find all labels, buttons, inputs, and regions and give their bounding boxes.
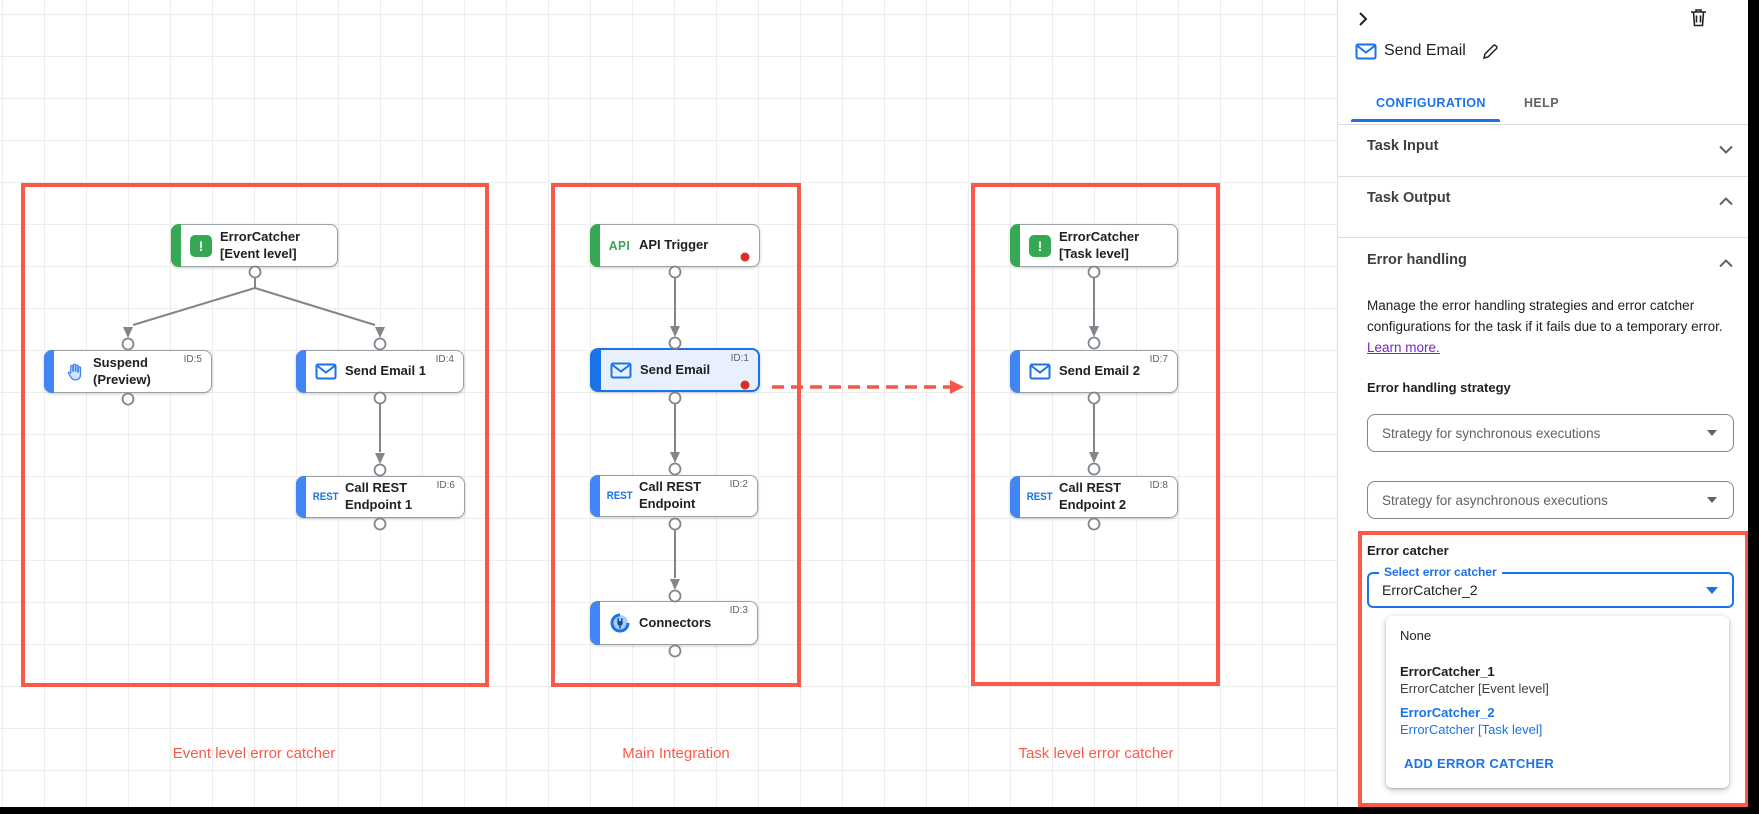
group-label-event-level: Event level error catcher — [172, 745, 336, 762]
menu-option-errorcatcher-2[interactable]: ErrorCatcher_2 — [1400, 705, 1495, 720]
node-label: ErrorCatcher [Task level] — [1059, 228, 1140, 261]
group-box-main-integration — [551, 183, 801, 687]
node-label: Send Email — [640, 361, 711, 377]
error-catcher-icon: ! — [187, 234, 215, 257]
node-errorcatcher-task-level[interactable]: ! ErrorCatcher [Task level] — [1010, 224, 1178, 267]
node-label: Call REST Endpoint — [639, 479, 702, 511]
connectors-icon — [606, 612, 634, 634]
node-call-rest-endpoint-2[interactable]: REST Call REST Endpoint 2 ID:8 — [1010, 476, 1178, 518]
chevron-up-icon[interactable] — [1719, 193, 1733, 211]
rest-icon: REST — [313, 491, 339, 503]
active-tab-underline — [1351, 119, 1500, 122]
node-label: Send Email 2 — [1059, 363, 1140, 379]
chevron-up-icon[interactable] — [1719, 255, 1733, 273]
node-label: Connectors — [639, 614, 712, 630]
menu-option-errorcatcher-2-desc: ErrorCatcher [Task level] — [1400, 722, 1543, 737]
error-catcher-label: Error catcher — [1367, 543, 1449, 558]
dropdown-caret-icon — [1707, 497, 1717, 503]
node-label: ErrorCatcher [Event level] — [220, 228, 301, 261]
screenshot-right-border — [1748, 0, 1759, 814]
suspend-hand-icon — [60, 361, 88, 383]
async-strategy-select[interactable]: Strategy for asynchronous executions — [1367, 481, 1734, 519]
api-trigger-icon: API — [609, 238, 631, 253]
task-config-panel: Send Email CONFIGURATION HELP Task Input… — [1337, 0, 1750, 814]
screenshot-bottom-border — [0, 807, 1759, 814]
group-box-task-level — [971, 183, 1220, 686]
panel-title: Send Email — [1384, 42, 1466, 59]
node-call-rest-endpoint-1[interactable]: REST Call REST Endpoint 1 ID:6 — [296, 476, 465, 518]
node-id-badge: ID:4 — [435, 354, 454, 365]
node-api-trigger[interactable]: API API Trigger — [590, 224, 760, 267]
dropdown-caret-icon — [1707, 430, 1717, 436]
select-floating-label: Select error catcher — [1379, 565, 1502, 579]
node-label: API Trigger — [639, 237, 709, 253]
group-label-task-level: Task level error catcher — [1018, 745, 1174, 762]
edit-title-pencil-icon[interactable] — [1482, 44, 1498, 65]
collapse-panel-icon[interactable] — [1354, 10, 1372, 33]
node-label: Suspend (Preview) — [93, 354, 151, 387]
error-catcher-icon: ! — [1026, 234, 1054, 257]
node-suspend-preview[interactable]: Suspend (Preview) ID:5 — [44, 350, 212, 393]
node-label: Call REST Endpoint 2 — [1059, 480, 1127, 512]
error-catcher-select[interactable]: Select error catcher ErrorCatcher_2 — [1367, 565, 1734, 608]
email-icon — [1026, 363, 1054, 380]
node-id-badge: ID:6 — [436, 480, 455, 491]
email-icon — [312, 363, 340, 380]
chevron-down-icon[interactable] — [1719, 141, 1733, 159]
menu-option-errorcatcher-1[interactable]: ErrorCatcher_1 — [1400, 664, 1495, 679]
tab-configuration[interactable]: CONFIGURATION — [1376, 96, 1486, 110]
node-call-rest-endpoint[interactable]: REST Call REST Endpoint ID:2 — [590, 475, 758, 517]
error-handling-description: Manage the error handling strategies and… — [1367, 298, 1723, 355]
node-errorcatcher-event-level[interactable]: ! ErrorCatcher [Event level] — [171, 224, 338, 267]
node-label: Call REST Endpoint 1 — [345, 480, 413, 512]
email-icon — [1355, 43, 1377, 65]
group-label-main-integration: Main Integration — [622, 745, 730, 762]
error-catcher-dropdown-menu: None ErrorCatcher_1 ErrorCatcher [Event … — [1386, 616, 1729, 788]
learn-more-link[interactable]: Learn more. — [1367, 339, 1440, 355]
node-id-badge: ID:3 — [729, 605, 748, 616]
node-send-email-2[interactable]: Send Email 2 ID:7 — [1010, 350, 1178, 393]
section-task-input[interactable]: Task Input — [1367, 138, 1439, 154]
dropdown-caret-icon — [1706, 586, 1718, 594]
section-error-handling[interactable]: Error handling — [1367, 252, 1467, 268]
node-connectors[interactable]: Connectors ID:3 — [590, 601, 758, 645]
integration-canvas[interactable]: Event level error catcher Main Integrati… — [0, 0, 1337, 814]
rest-icon: REST — [1027, 491, 1053, 503]
menu-option-none[interactable]: None — [1400, 628, 1432, 643]
node-id-badge: ID:7 — [1149, 354, 1168, 365]
node-id-badge: ID:5 — [183, 354, 202, 365]
rest-icon: REST — [607, 490, 633, 502]
group-box-event-level — [21, 183, 489, 687]
add-error-catcher-button[interactable]: ADD ERROR CATCHER — [1404, 756, 1555, 771]
email-icon — [607, 362, 635, 379]
node-send-email-selected[interactable]: Send Email ID:1 — [590, 348, 760, 392]
node-label: Send Email 1 — [345, 363, 426, 379]
strategy-label: Error handling strategy — [1367, 380, 1511, 395]
section-task-output[interactable]: Task Output — [1367, 190, 1451, 206]
node-id-badge: ID:1 — [730, 353, 749, 364]
node-id-badge: ID:8 — [1149, 480, 1168, 491]
node-id-badge: ID:2 — [729, 479, 748, 490]
menu-option-errorcatcher-1-desc: ErrorCatcher [Event level] — [1400, 681, 1549, 696]
delete-task-icon[interactable] — [1690, 8, 1707, 32]
select-value: ErrorCatcher_2 — [1382, 582, 1478, 598]
tab-help[interactable]: HELP — [1524, 96, 1559, 110]
sync-strategy-select[interactable]: Strategy for synchronous executions — [1367, 414, 1734, 452]
node-send-email-1[interactable]: Send Email 1 ID:4 — [296, 350, 464, 393]
